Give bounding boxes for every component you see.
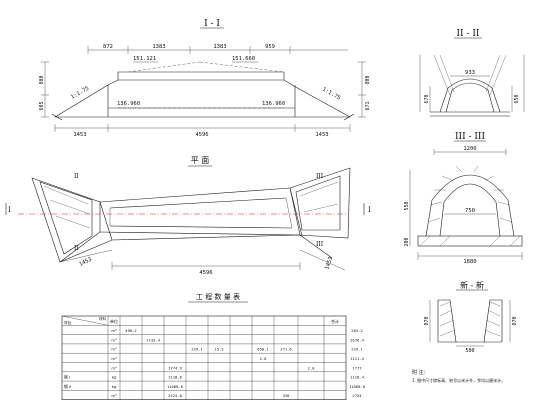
s2-dim-650: 650: [514, 94, 520, 103]
slope-right: 1:1.75: [321, 87, 341, 102]
plan-mark-ii: II: [74, 173, 79, 180]
table-cell: 490.2: [125, 328, 136, 333]
table-cell: 11068.6: [349, 384, 366, 389]
plan-dim-1453a: 1453: [78, 257, 93, 268]
table-cell: 2754: [352, 393, 362, 398]
table-cell: 1118.4: [350, 375, 364, 380]
table-title: 工 程 数 量 表: [196, 292, 240, 301]
table-header-cell: 合计: [331, 318, 339, 324]
dim-top-1383a: 1383: [152, 44, 165, 50]
table-cell: 2676.4: [350, 337, 364, 342]
table-row-unit: m³: [111, 365, 117, 370]
section-i-title: I - I: [204, 19, 220, 29]
table-corner-bottom: 项目: [64, 320, 71, 325]
table-cell: 2424.0: [168, 393, 182, 398]
table-cell: 229.1: [351, 347, 363, 352]
section-ii-title: II - II: [457, 29, 480, 39]
joint-detail: 新 - 新 500 870 870: [424, 280, 518, 354]
table-cell: 11068.6: [167, 384, 184, 389]
table-cell: 1733.4: [146, 337, 160, 342]
table-cell: 330: [283, 393, 291, 398]
table-row-unit: m³: [111, 393, 117, 398]
table-row-unit: m³: [111, 347, 117, 352]
table-row-label: 钢 I: [64, 375, 70, 380]
table-cell: 15.3: [214, 347, 223, 352]
s3-dim-left-h: 550: [404, 201, 410, 210]
joint-dim-870a: 870: [424, 316, 430, 325]
section-iii: III - III 1200 750 1880 550 200: [404, 132, 523, 265]
joint-title: 新 - 新: [460, 280, 484, 290]
table-row-unit: m³: [111, 337, 117, 342]
plan-dim-4596: 4596: [199, 270, 212, 276]
plan-dim-1453b: 1453: [324, 256, 334, 271]
table-row-unit: m³: [111, 356, 117, 361]
table-cell: 203.2: [351, 328, 362, 333]
table-cell: 229.1: [191, 347, 203, 352]
table-cell: 858.1: [257, 347, 269, 352]
dim-top-959: 959: [265, 44, 275, 50]
table-corner-top: 材料: [99, 316, 106, 321]
dim-right-671: 671: [365, 101, 371, 110]
section-iii-title: III - III: [455, 132, 486, 142]
plan-title: 平 面: [191, 156, 210, 165]
joint-dim-870b: 870: [512, 316, 518, 325]
table-row-unit: m³: [111, 328, 117, 333]
dim-bot-1453b: 1453: [315, 132, 328, 138]
dim-left-800: 800: [39, 75, 45, 84]
elev-136960-right: 136.960: [262, 101, 285, 107]
dim-top-1383b: 1383: [213, 44, 226, 50]
note-1: 1. 图中尺寸除标高、桩号以米计外，余均以厘米计。: [412, 377, 505, 383]
section-ii: II - II 933 670 650: [419, 29, 525, 117]
s3-dim-750: 750: [465, 208, 475, 214]
s3-dim-1880: 1880: [463, 259, 476, 265]
joint-dim-500: 500: [465, 348, 474, 354]
notes: 附 注： 1. 图中尺寸除标高、桩号以米计外，余均以厘米计。: [412, 369, 505, 383]
table-cell: 1777: [352, 365, 361, 370]
table-cell: 1111.4: [350, 356, 364, 361]
section-i-longitudinal: I - I 872 1383 1383 959 151.121 151.660 …: [39, 19, 371, 138]
s2-dim-670: 670: [424, 94, 430, 103]
s3-dim-1200: 1200: [463, 146, 476, 152]
elev-151121: 151.121: [133, 56, 156, 62]
table-cell: 2.0: [260, 356, 268, 361]
dim-left-605: 605: [39, 101, 45, 110]
dim-top-872: 872: [103, 44, 113, 50]
plan-mark-iii-b: III: [316, 241, 324, 248]
plan-mark-iii: III: [316, 173, 324, 180]
elev-151660: 151.660: [232, 56, 255, 62]
dim-bot-4596: 4596: [195, 132, 208, 138]
plan-view: 平 面 I I II II III III: [5, 156, 371, 276]
plan-mark-i-left: I: [8, 206, 11, 214]
table-cell: 271.6: [280, 347, 292, 352]
notes-heading: 附 注：: [412, 369, 429, 376]
dim-right-800: 800: [365, 75, 371, 84]
table-cell: 1118.6: [168, 375, 182, 380]
dim-bot-1453a: 1453: [73, 132, 86, 138]
s3-dim-left-200: 200: [404, 237, 410, 246]
s2-dim-933: 933: [465, 70, 475, 76]
table-header-cell: 单位: [110, 318, 118, 324]
elev-136960-left: 136.960: [117, 101, 140, 107]
table-cell: 1774.9: [168, 365, 182, 370]
table-row-unit: kg: [112, 384, 117, 389]
table-row-label: 钢 II: [64, 384, 71, 389]
plan-mark-i-right: I: [368, 206, 371, 214]
table-cell: 2.0: [308, 365, 316, 370]
table-row-unit: kg: [112, 375, 117, 380]
plan-mark-ii-b: II: [74, 245, 79, 252]
slope-left: 1:1.75: [70, 86, 90, 101]
